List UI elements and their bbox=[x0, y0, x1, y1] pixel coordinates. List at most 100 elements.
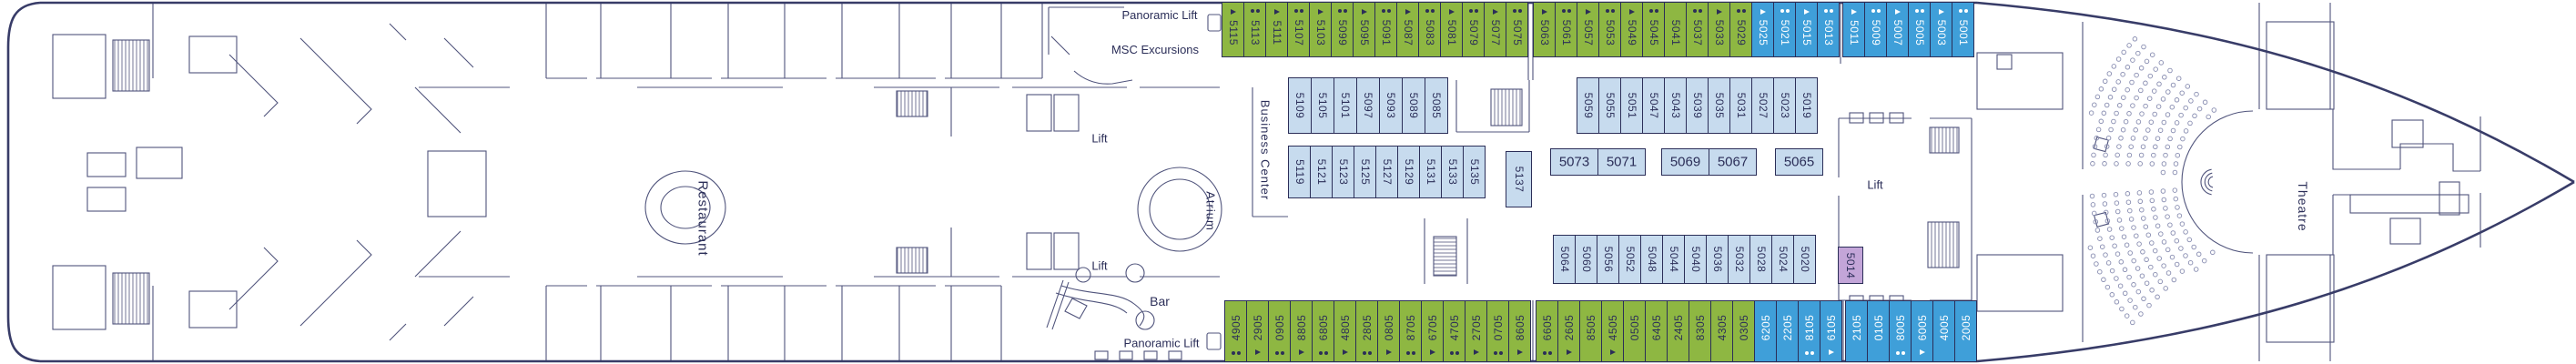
cabin-number: 5013 bbox=[1821, 19, 1835, 46]
cabin-5079: 5079 bbox=[1462, 2, 1485, 57]
cabin-number: 8605 bbox=[1513, 314, 1526, 341]
cabin-5006: 6005 bbox=[1911, 300, 1933, 362]
double-dots-icon bbox=[1648, 9, 1658, 13]
cabin-5010: 0105 bbox=[1867, 300, 1890, 362]
triangle-icon bbox=[1273, 9, 1280, 15]
cabin-5069: 5069 bbox=[1661, 148, 1709, 176]
cabin-5036: 5036 bbox=[1706, 235, 1729, 284]
cabin-5015: 5015 bbox=[1795, 2, 1818, 57]
cabin-number: 5101 bbox=[1339, 92, 1352, 119]
cabin-number: 2605 bbox=[1562, 314, 1576, 341]
cabin-number: 8705 bbox=[1404, 314, 1417, 341]
cabin-number: 4505 bbox=[1606, 314, 1619, 341]
cabin-number: 4005 bbox=[1937, 314, 1951, 341]
cabin-5048: 5048 bbox=[1640, 235, 1663, 284]
cabin-5045: 5045 bbox=[1642, 2, 1665, 57]
cabin-5077: 5077 bbox=[1484, 2, 1506, 57]
double-dots-icon bbox=[1605, 9, 1615, 13]
double-dots-icon bbox=[1780, 9, 1790, 13]
triangle-icon bbox=[1492, 9, 1498, 15]
cabin-5070: 0705 bbox=[1486, 300, 1509, 362]
cabin-number: 6705 bbox=[1425, 314, 1439, 341]
double-dots-icon bbox=[1405, 351, 1415, 355]
cabin-number: 5071 bbox=[1606, 154, 1638, 170]
cabin-5087: 5087 bbox=[1396, 2, 1419, 57]
cabin-number: 2005 bbox=[1959, 314, 1973, 341]
cabin-number: 5131 bbox=[1424, 158, 1437, 186]
triangle-icon bbox=[1473, 349, 1479, 355]
cabin-number: 0105 bbox=[1871, 314, 1885, 341]
cabin-number: 6205 bbox=[1759, 314, 1772, 341]
double-dots-icon bbox=[1468, 9, 1478, 13]
cabin-5063: 5063 bbox=[1533, 2, 1556, 57]
cabin-5058: 8505 bbox=[1579, 300, 1602, 362]
cabin-5029: 5029 bbox=[1729, 2, 1752, 57]
double-dots-icon bbox=[1274, 351, 1284, 355]
lift-lower-label: Lift bbox=[1091, 258, 1108, 273]
cabin-5019: 5019 bbox=[1795, 77, 1818, 134]
cabin-5062: 2605 bbox=[1557, 300, 1580, 362]
cabin-number: 5057 bbox=[1581, 19, 1595, 46]
cabin-number: 0905 bbox=[1273, 314, 1286, 341]
cabin-number: 5103 bbox=[1313, 19, 1327, 46]
triangle-icon bbox=[1828, 349, 1834, 355]
cabin-number: 5113 bbox=[1248, 20, 1262, 46]
cabin-number: 5025 bbox=[1756, 19, 1770, 46]
cabin-number: 5055 bbox=[1603, 92, 1617, 119]
cabin-5037: 5037 bbox=[1686, 2, 1709, 57]
cabin-number: 4305 bbox=[1715, 314, 1729, 341]
cabin-5044: 5044 bbox=[1662, 235, 1685, 284]
cabin-5059: 5059 bbox=[1577, 77, 1599, 134]
cabin-number: 5047 bbox=[1647, 92, 1660, 119]
restaurant-label: Restaurant bbox=[695, 180, 711, 257]
cabin-5081: 5081 bbox=[1440, 2, 1463, 57]
cabin-5097: 5097 bbox=[1356, 77, 1380, 134]
cabin-5034: 4305 bbox=[1710, 300, 1733, 362]
cabin-number: 5091 bbox=[1379, 19, 1393, 46]
cabin-5072: 2705 bbox=[1465, 300, 1487, 362]
cabin-5111: 5111 bbox=[1265, 2, 1288, 57]
double-dots-icon bbox=[1231, 351, 1241, 355]
cabin-number: 5041 bbox=[1668, 19, 1682, 46]
cabin-number: 5077 bbox=[1488, 19, 1502, 46]
triangle-icon bbox=[1405, 9, 1411, 15]
lift-right-label: Lift bbox=[1867, 177, 1883, 192]
cabin-number: 8505 bbox=[1584, 314, 1597, 341]
triangle-icon bbox=[1716, 9, 1722, 15]
double-dots-icon bbox=[1381, 9, 1391, 13]
cabin-5007: 5007 bbox=[1886, 2, 1909, 57]
cabin-5001: 5001 bbox=[1952, 2, 1974, 57]
cabin-5039: 5039 bbox=[1686, 77, 1709, 134]
cabin-number: 5107 bbox=[1292, 19, 1305, 46]
cabin-number: 5003 bbox=[1934, 19, 1948, 46]
cabin-5076: 6705 bbox=[1421, 300, 1444, 362]
cabin-5056: 5056 bbox=[1597, 235, 1619, 284]
atrium-label: Atrium bbox=[1203, 191, 1218, 231]
triangle-icon bbox=[1317, 9, 1323, 15]
cabin-number: 5052 bbox=[1623, 246, 1637, 273]
cabin-5032: 5032 bbox=[1728, 235, 1750, 284]
cabin-5127: 5127 bbox=[1375, 146, 1398, 198]
cabin-5103: 5103 bbox=[1309, 2, 1332, 57]
cabin-5074: 4705 bbox=[1443, 300, 1465, 362]
triangle-icon bbox=[1298, 349, 1304, 355]
cabin-number: 5037 bbox=[1690, 19, 1704, 46]
cabin-number: 5027 bbox=[1756, 92, 1770, 119]
cabin-5067: 5067 bbox=[1709, 148, 1757, 176]
cabin-number: 0705 bbox=[1491, 314, 1505, 341]
cabin-5131: 5131 bbox=[1419, 146, 1442, 198]
cabin-number: 5111 bbox=[1270, 20, 1283, 46]
cabin-5016: 6105 bbox=[1820, 300, 1842, 362]
double-dots-icon bbox=[1493, 351, 1503, 355]
theatre-seats bbox=[2087, 36, 2217, 326]
cabin-number: 5028 bbox=[1754, 246, 1768, 273]
cabin-5086: 6805 bbox=[1312, 300, 1334, 362]
cabin-number: 5123 bbox=[1336, 158, 1350, 186]
cabin-5119: 5119 bbox=[1288, 146, 1311, 198]
cabin-number: 5081 bbox=[1445, 19, 1458, 46]
cabin-5041: 5041 bbox=[1664, 2, 1687, 57]
cabin-5012: 2105 bbox=[1845, 300, 1868, 362]
cabin-number: 5029 bbox=[1734, 19, 1748, 46]
